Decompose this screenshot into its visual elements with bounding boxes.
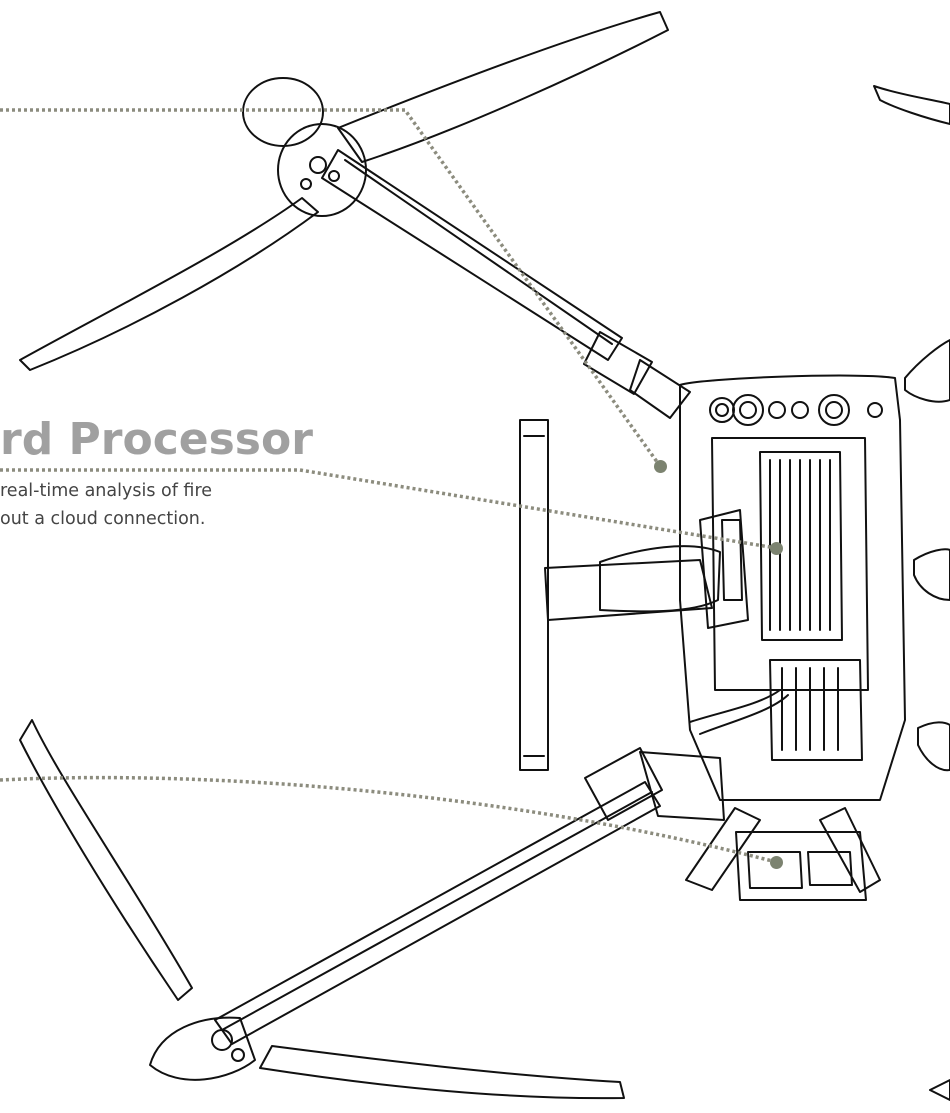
callout-description: real-time analysis of fire out a cloud c… [0, 481, 213, 529]
propeller-blade [19, 719, 193, 1001]
propeller-blade [873, 85, 950, 125]
mount-arm [544, 559, 713, 621]
propeller-hub [242, 77, 324, 147]
battery [735, 831, 867, 901]
callout-marker [654, 460, 667, 473]
callout-marker [770, 856, 783, 869]
propeller-blade [19, 197, 319, 371]
drone-arm [321, 149, 623, 361]
callout-title: rd Processor [0, 414, 313, 465]
propeller-blade [337, 11, 669, 163]
mount-bar [519, 419, 549, 771]
propeller-blade [259, 1045, 625, 1100]
callout-marker [770, 542, 783, 555]
drone-arm [214, 781, 661, 1045]
drone-body [679, 374, 906, 801]
